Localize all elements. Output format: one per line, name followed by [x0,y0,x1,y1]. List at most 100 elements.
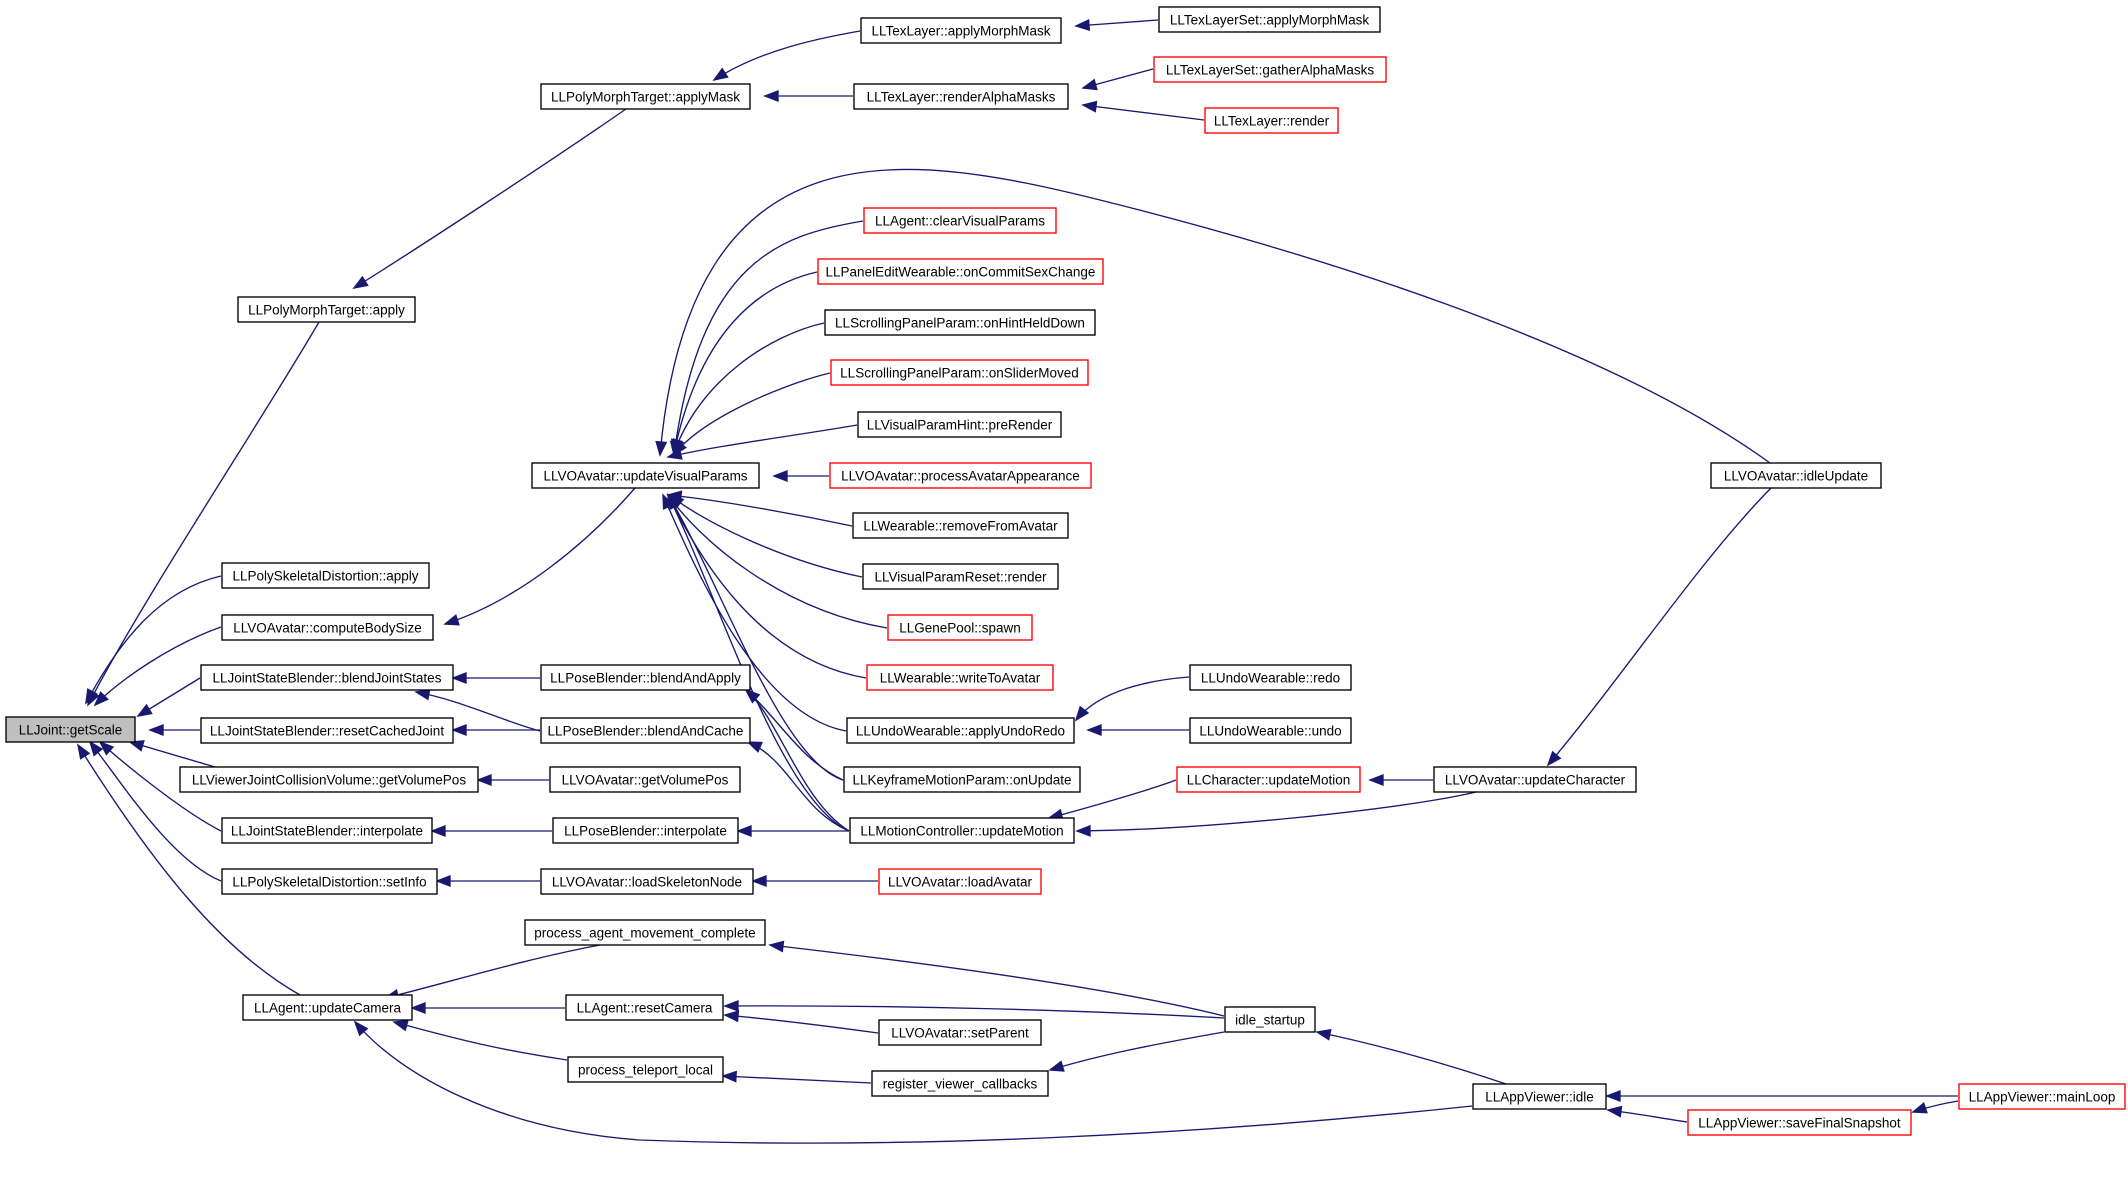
edge-line [1547,487,1772,766]
function-node[interactable]: LLAppViewer::idle [1472,1083,1607,1110]
function-node[interactable]: LLVOAvatar::processAvatarAppearance [829,462,1092,489]
edge-line [1075,676,1190,721]
function-node[interactable]: LLTexLayer::render [1204,107,1339,134]
node-label: LLPoseBlender::interpolate [564,824,727,839]
function-node[interactable]: LLPanelEditWearable::onCommitSexChange [817,258,1104,285]
function-node[interactable]: LLUndoWearable::undo [1189,717,1352,744]
node-box [878,1019,1042,1046]
call-edge-n7-to-n5 [1081,100,1205,121]
node-label: LLWearable::writeToAvatar [880,671,1041,686]
function-node[interactable]: LLPolyMorphTarget::applyMask [540,83,751,110]
function-node[interactable]: LLScrollingPanelParam::onSliderMoved [830,359,1089,386]
call-edge-n26-to-n25 [1047,779,1177,821]
edge-line [129,741,216,768]
edge-line [673,271,818,454]
function-node[interactable]: LLVOAvatar::updateCharacter [1433,766,1637,793]
node-box [1153,56,1387,83]
function-node[interactable]: LLJointStateBlender::interpolate [221,817,433,844]
call-edge-n33-to-n0 [128,740,216,768]
node-label: LLVisualParamHint::preRender [867,418,1053,433]
function-node[interactable]: process_agent_movement_complete [524,919,766,946]
call-edge-n47-to-n46 [1315,1028,1507,1085]
function-node[interactable]: LLPolyMorphTarget::apply [237,296,416,323]
function-node[interactable]: LLVOAvatar::getVolumePos [549,766,741,793]
function-nodes: LLJoint::getScale LLPolyMorphTarget::appl… [5,6,2126,1136]
arrowhead-icon [666,448,683,460]
function-node[interactable]: LLAgent::resetCamera [565,994,724,1021]
node-box [843,766,1081,793]
arrowhead-icon [667,493,680,510]
function-node[interactable]: LLPolySkeletalDistortion::apply [221,562,430,589]
function-node[interactable]: LLVOAvatar::loadAvatar [878,868,1042,895]
edge-line [89,741,222,882]
call-edge-n8-to-n0 [85,575,222,705]
function-node[interactable]: LLAgent::updateCamera [242,994,413,1021]
node-label: LLScrollingPanelParam::onSliderMoved [840,366,1079,381]
node-label: LLWearable::removeFromAvatar [863,519,1058,534]
function-node[interactable]: LLPoseBlender::interpolate [552,817,739,844]
function-node[interactable]: LLPolySkeletalDistortion::setInfo [221,868,438,895]
call-edge-n25-to-n30 [744,688,850,832]
node-label: LLTexLayerSet::applyMorphMask [1170,13,1370,28]
function-node[interactable]: LLPoseBlender::blendAndApply [540,664,751,691]
node-box [853,83,1069,110]
function-node[interactable]: LLCharacter::updateMotion [1176,766,1361,793]
arrowhead-icon [98,740,115,756]
function-node[interactable]: LLWearable::writeToAvatar [866,664,1054,691]
node-label: LLMotionController::updateMotion [860,824,1063,839]
function-node[interactable]: LLScrollingPanelParam::onHintHeldDown [824,309,1096,336]
function-node[interactable]: LLTexLayer::renderAlphaMasks [853,83,1069,110]
function-node[interactable]: LLViewerJointCollisionVolume::getVolumeP… [179,766,479,793]
arrowhead-icon [414,688,431,701]
call-edge-n40-to-n0 [77,743,301,996]
function-node[interactable]: process_teleport_local [567,1056,724,1083]
arrowhead-icon [723,999,739,1012]
edge-line [1316,1031,1507,1085]
arrowhead-icon [1605,1090,1621,1102]
function-node[interactable]: LLPoseBlender::blendAndCache [540,717,751,744]
function-node[interactable]: LLVisualParamHint::preRender [857,411,1062,438]
call-edge-n39-to-n38 [751,875,878,887]
function-node[interactable]: LLVisualParamReset::render [862,563,1059,590]
function-node[interactable]: LLMotionController::updateMotion [849,817,1075,844]
node-label: LLPoseBlender::blendAndApply [550,671,741,686]
function-node[interactable]: LLAgent::clearVisualParams [863,207,1057,234]
function-node[interactable]: LLTexLayerSet::gatherAlphaMasks [1153,56,1387,83]
node-label: LLCharacter::updateMotion [1187,773,1351,788]
function-node[interactable]: LLKeyframeMotionParam::onUpdate [843,766,1081,793]
node-box [567,1056,724,1083]
call-edge-n24-to-n30 [744,688,844,781]
function-node[interactable]: LLUndoWearable::redo [1189,664,1352,691]
function-node[interactable]: LLTexLayerSet::applyMorphMask [1158,6,1381,33]
node-label: LLJointStateBlender::interpolate [231,824,423,839]
node-box [524,919,766,946]
function-node[interactable]: idle_startup [1224,1006,1316,1033]
function-node[interactable]: LLVOAvatar::computeBodySize [221,614,434,641]
function-node[interactable]: LLUndoWearable::applyUndoRedo [846,717,1075,744]
arrowhead-icon [451,672,467,684]
function-node[interactable]: LLVOAvatar::updateVisualParams [531,462,760,489]
function-node[interactable]: LLWearable::removeFromAvatar [852,512,1069,539]
function-node[interactable]: LLJointStateBlender::resetCachedJoint [200,717,454,744]
function-node[interactable]: LLJoint::getScale [5,716,136,743]
call-edge-n38-to-n37 [435,875,540,887]
function-node[interactable]: register_viewer_callbacks [871,1070,1049,1097]
arrowhead-icon [410,1002,426,1014]
node-label: LLGenePool::spawn [899,621,1021,636]
function-node[interactable]: LLTexLayer::applyMorphMask [860,17,1062,44]
function-node[interactable]: LLGenePool::spawn [887,614,1033,641]
node-label: LLPolySkeletalDistortion::setInfo [232,875,426,890]
function-node[interactable]: LLAppViewer::saveFinalSnapshot [1687,1109,1912,1136]
function-node[interactable]: LLVOAvatar::idleUpdate [1710,462,1882,489]
node-label: idle_startup [1235,1013,1305,1028]
function-node[interactable]: LLJointStateBlender::blendJointStates [200,664,454,691]
function-node[interactable]: LLAppViewer::mainLoop [1958,1083,2126,1110]
arrowhead-icon [443,614,460,626]
edge-line [1075,19,1159,27]
call-edge-n44-to-n40 [392,1019,568,1061]
call-edge-n17-to-n10 [666,490,853,527]
arrowhead-icon [1075,824,1091,837]
function-node[interactable]: LLVOAvatar::setParent [878,1019,1042,1046]
function-node[interactable]: LLVOAvatar::loadSkeletonNode [540,868,754,895]
arrowhead-icon [1606,1105,1623,1118]
